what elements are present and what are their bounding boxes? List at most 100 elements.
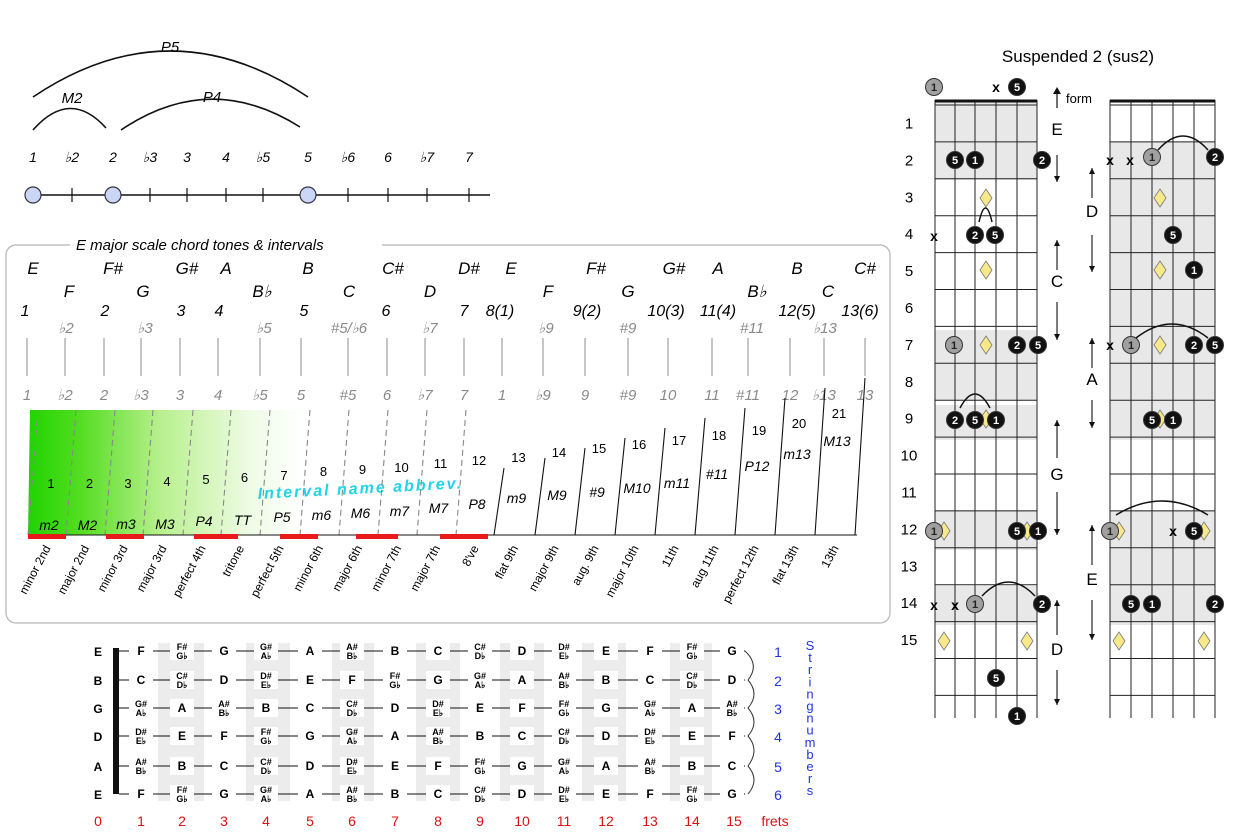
interval-abbrev: m7 (390, 503, 411, 519)
open-string-name: A (94, 760, 103, 774)
note-bg (720, 727, 744, 745)
semitone-count: 1 (47, 476, 54, 491)
semitone-divider (142, 409, 154, 536)
fret-note: D#E♭ (644, 727, 656, 746)
barre-arc (1157, 135, 1209, 151)
fret-note: A (688, 701, 697, 715)
note-bg (680, 671, 704, 689)
marker-dot (1143, 411, 1161, 429)
red-interval-bar (440, 534, 488, 539)
fret-note: F (518, 701, 525, 715)
note-bg (680, 727, 704, 745)
fret-number: 11 (557, 813, 572, 829)
marker-dot (1185, 336, 1203, 354)
fret-note: D (728, 673, 737, 687)
marker-dot (925, 78, 943, 96)
semitone-count: 12 (472, 453, 486, 468)
chart-fret-label: 7 (905, 337, 913, 354)
chart-fret-label: 1 (905, 115, 913, 132)
marker-label: 1 (1149, 599, 1155, 611)
fret-note: D (306, 759, 315, 773)
note-sharp: G# (663, 259, 686, 278)
fret-note: C (306, 701, 315, 715)
interval-abbrev: M13 (823, 433, 850, 449)
altered-degree: #5/♭6 (331, 320, 368, 337)
finger-marker: 5 (987, 669, 1005, 687)
degree-label: ♭3 (143, 149, 158, 165)
marker-label: 1 (1035, 526, 1041, 538)
fret-note: A (518, 673, 527, 687)
finger-marker: 5 (966, 411, 984, 429)
marker-dot (1033, 595, 1051, 613)
marker-label: 2 (1191, 340, 1197, 352)
note-bg (170, 642, 194, 660)
marker-dot (946, 151, 964, 169)
finger-marker: 1 (966, 595, 984, 613)
semitone-count: 4 (163, 474, 170, 489)
note-bg (340, 727, 364, 745)
fret-note: B (262, 701, 271, 715)
fret-note: C#D♭ (686, 671, 698, 690)
marker-label: 5 (1128, 599, 1134, 611)
interval-abbrev: M10 (623, 480, 650, 496)
altered-degree: ♭3 (137, 320, 153, 337)
string-brace (744, 650, 755, 795)
form-arrow-head (1089, 422, 1095, 428)
note-bg (212, 785, 236, 803)
interval-abbrev: M2 (78, 517, 98, 533)
note-bg (720, 699, 744, 717)
fret-note: C (137, 673, 146, 687)
marker-dot (1143, 148, 1161, 166)
marker-dot (966, 411, 984, 429)
fret-note: B (178, 759, 187, 773)
finger-marker: 5 (946, 151, 964, 169)
finger-marker: 5 (1029, 336, 1047, 354)
string-number: 6 (774, 787, 782, 803)
scale-panel: E major scale chord tones & intervals In… (5, 236, 891, 624)
form-arrow-head (1054, 334, 1060, 340)
fret-note: A#B♭ (346, 785, 358, 804)
semitone-count: 15 (592, 441, 606, 456)
note-bg (170, 671, 194, 689)
note-bg (212, 699, 236, 717)
red-interval-bar (28, 534, 66, 539)
note-bg (594, 642, 618, 660)
interval-abbrev: #11 (706, 466, 728, 482)
muted-string-x: x (930, 228, 938, 244)
string-numbers-letter: n (806, 711, 813, 726)
string-number: 2 (774, 673, 782, 689)
semitone-divider (774, 397, 786, 536)
arc-p5 (32, 50, 309, 98)
string-numbers-letter: u (806, 723, 813, 738)
finger-marker: 2 (966, 226, 984, 244)
fret-note: F#G♭ (686, 785, 697, 804)
finger-marker: 1 (925, 78, 943, 96)
form-arrow-head (1089, 525, 1095, 531)
fret-inlay-diamond (979, 335, 993, 355)
fret-note: B (602, 673, 611, 687)
fret-shade (416, 643, 460, 801)
note-bg (254, 785, 278, 803)
note-flat: G (136, 282, 149, 301)
note-bg (468, 727, 492, 745)
degree-label: 4 (222, 149, 230, 165)
fret-note: G (219, 787, 228, 801)
string-numbers-letter: r (808, 771, 813, 786)
degree-label: ♭5 (256, 149, 271, 165)
scale-degree: 2 (100, 303, 110, 320)
fret-note: F#G♭ (176, 785, 187, 804)
string-numbers-letter: t (808, 650, 812, 665)
finger-marker: 5 (1164, 226, 1182, 244)
finger-marker: 1 (1122, 336, 1140, 354)
gray-degree: ♭9 (535, 387, 551, 404)
note-bg (383, 671, 407, 689)
fret-inlay-diamond (1112, 631, 1126, 651)
semitone-divider (493, 467, 505, 536)
fret-note: B (476, 729, 485, 743)
marker-dot (1008, 78, 1026, 96)
gray-degree: 1 (498, 387, 506, 404)
semitone-divider (654, 427, 666, 536)
fret-note: G (305, 729, 314, 743)
string-number: 5 (774, 759, 782, 775)
note-bg (383, 727, 407, 745)
